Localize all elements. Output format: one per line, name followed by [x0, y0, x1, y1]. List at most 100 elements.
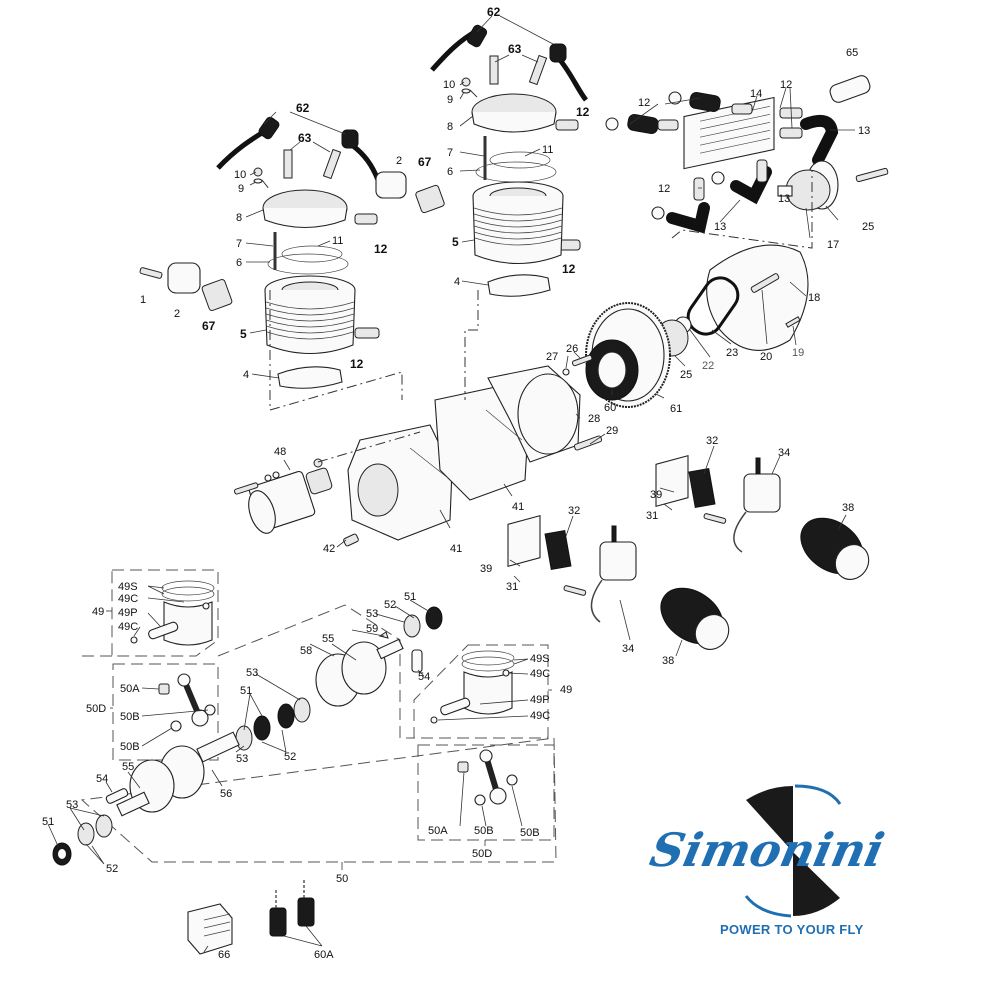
voltage-regulator [187, 903, 233, 955]
left-cylinder-assembly [139, 116, 445, 389]
base-gasket [487, 274, 551, 297]
callout: 34 [778, 447, 790, 459]
callout: 50B [474, 825, 494, 837]
callout: 2 [174, 308, 180, 320]
base-gasket [277, 366, 343, 389]
starter-motor-assembly [233, 458, 333, 534]
intake-gasket-upper [415, 184, 445, 214]
callout: 61 [670, 403, 682, 415]
callout: 12 [374, 242, 388, 256]
o-ring [281, 245, 343, 263]
center-cylinder-assembly [430, 24, 588, 297]
hose-fittings [657, 103, 803, 201]
intake-manifold-upper [375, 171, 407, 199]
o-ring [267, 253, 349, 275]
callout: 14 [750, 88, 762, 100]
washer [461, 88, 471, 94]
thrust-washer [474, 794, 486, 806]
hose-clamps [605, 91, 725, 220]
crank-shaft-end [376, 638, 404, 660]
bolt [563, 585, 587, 596]
carburetor-top [755, 457, 761, 475]
callout: 9 [447, 94, 453, 106]
callout: 7 [236, 238, 242, 250]
crankcase-bearing-bore [357, 463, 399, 517]
kit-frame [417, 744, 555, 841]
callout: 4 [243, 369, 249, 381]
crank-pin [411, 649, 423, 673]
kit-frame [112, 663, 219, 761]
callout: 13 [714, 221, 726, 233]
regulator-fin [203, 913, 231, 921]
spark-plug-right [322, 148, 342, 180]
callout: 29 [606, 425, 618, 437]
callout: 17 [827, 239, 839, 251]
callout: 50B [120, 711, 140, 723]
carburetor-assembly-upper [655, 455, 870, 580]
regulator-fin [203, 929, 231, 937]
screw [785, 316, 801, 328]
spark-plug-right [528, 54, 548, 86]
callout: 51 [240, 685, 252, 697]
logo-arc-lower [744, 895, 792, 918]
pump-drive-assembly [655, 244, 809, 357]
regulator-fin [203, 921, 231, 929]
callout: 23 [726, 347, 738, 359]
o-ring [475, 161, 557, 183]
o-ring [489, 151, 551, 169]
cap-nut [253, 167, 263, 177]
cylinder-head-base [262, 207, 348, 229]
callout: 59 [366, 623, 378, 635]
callout: 50A [120, 683, 140, 695]
callout: 49C [530, 668, 550, 680]
callout: 12 [780, 79, 792, 91]
crankshaft-frame [80, 604, 557, 863]
piston [463, 671, 513, 715]
spark-plug-cap-left [466, 24, 488, 48]
piston [163, 601, 213, 646]
callout: 5 [452, 235, 459, 249]
seal-bore [58, 849, 66, 859]
callout: 49P [530, 694, 550, 706]
callout: 54 [96, 773, 108, 785]
callout: 53 [246, 667, 258, 679]
starter-pinion [305, 467, 333, 495]
circlip [430, 716, 438, 724]
crank-web [341, 641, 387, 695]
fuel-line [733, 511, 747, 553]
washer [272, 471, 280, 479]
piston-kit-left [111, 569, 219, 657]
crankshaft-assembly [52, 604, 557, 866]
callout: 51 [404, 591, 416, 603]
crankcase-rear-flange [517, 373, 579, 455]
logo-propeller-lower [793, 852, 840, 916]
conrod-kit-right [417, 744, 555, 841]
big-end [489, 787, 507, 805]
cap-nut [461, 77, 471, 87]
callout: 12 [658, 183, 670, 195]
air-filter-face [834, 544, 870, 580]
callout: 60 [604, 402, 616, 414]
callout: 12 [350, 357, 364, 371]
logo-wordmark: Simonini [646, 822, 889, 876]
ignition-coil [297, 897, 315, 927]
callout: 50A [428, 825, 448, 837]
kit-frame [413, 644, 549, 739]
callout: 2 [396, 155, 402, 167]
callout: 49 [92, 606, 104, 618]
woodruff-key [378, 631, 389, 639]
bolt [703, 513, 727, 524]
callout: 7 [447, 147, 453, 159]
callout: 65 [846, 47, 858, 59]
callout: 25 [680, 369, 692, 381]
callout: 49C [530, 710, 550, 722]
callout: 18 [808, 292, 820, 304]
fuel-line [590, 579, 603, 623]
callout: 50D [472, 848, 492, 860]
callout: 50B [520, 827, 540, 839]
hose-straight [627, 113, 659, 135]
piston-ring [161, 586, 215, 602]
logo-tagline: POWER TO YOUR FLY [720, 922, 864, 937]
flywheel-assembly [562, 302, 671, 408]
crank-shaft-end [116, 791, 150, 817]
